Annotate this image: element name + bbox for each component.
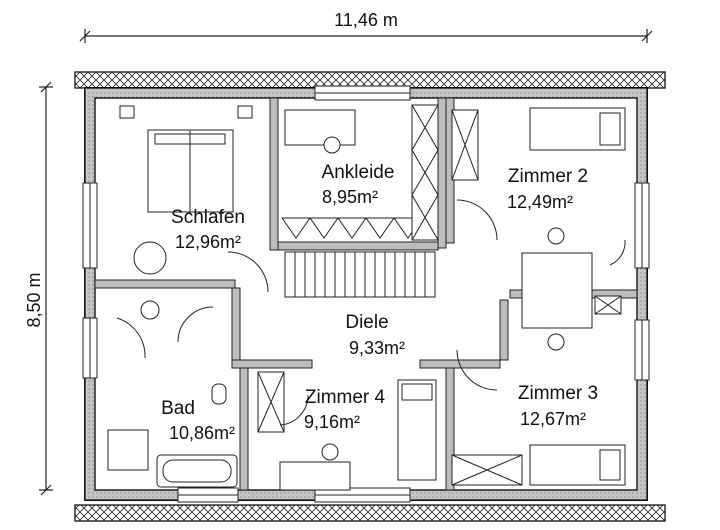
room-area-zimmer-3: 12,67m² (520, 409, 586, 429)
room-area-diele: 9,33m² (349, 338, 405, 358)
room-name-schlafen: Schlafen (171, 207, 245, 228)
width-label: 11,46 m (334, 10, 398, 30)
room-name-diele: Diele (345, 312, 388, 333)
width-dimension: 11,46 m (79, 10, 653, 43)
staircase (281, 217, 436, 298)
washbasin (140, 300, 160, 320)
desk-zimmer-2 (521, 252, 593, 329)
roof-bottom-band (74, 504, 666, 522)
room-name-zimmer-3: Zimmer 3 (518, 383, 598, 404)
room-area-ankleide: 8,95m² (322, 187, 378, 207)
windows (82, 85, 650, 503)
room-name-ankleide: Ankleide (322, 162, 395, 183)
furniture (107, 105, 626, 491)
room-area-zimmer-2: 12,49m² (507, 192, 573, 212)
height-label: 8,50 m (24, 272, 44, 327)
room-area-bad: 10,86m² (169, 423, 235, 443)
armchair (133, 241, 167, 275)
room-name-zimmer-4: Zimmer 4 (305, 387, 386, 408)
room-name-zimmer-2: Zimmer 2 (508, 166, 588, 187)
doors (116, 199, 626, 426)
room-area-zimmer-4: 9,16m² (304, 412, 360, 432)
height-dimension: 8,50 m (24, 81, 53, 496)
wardrobes (257, 104, 622, 486)
room-name-bad: Bad (161, 398, 195, 419)
toilet (211, 383, 227, 405)
room-area-schlafen: 12,96m² (175, 232, 241, 252)
room-labels: Schlafen 12,96m² Ankleide 8,95m² Zimmer … (161, 162, 598, 443)
